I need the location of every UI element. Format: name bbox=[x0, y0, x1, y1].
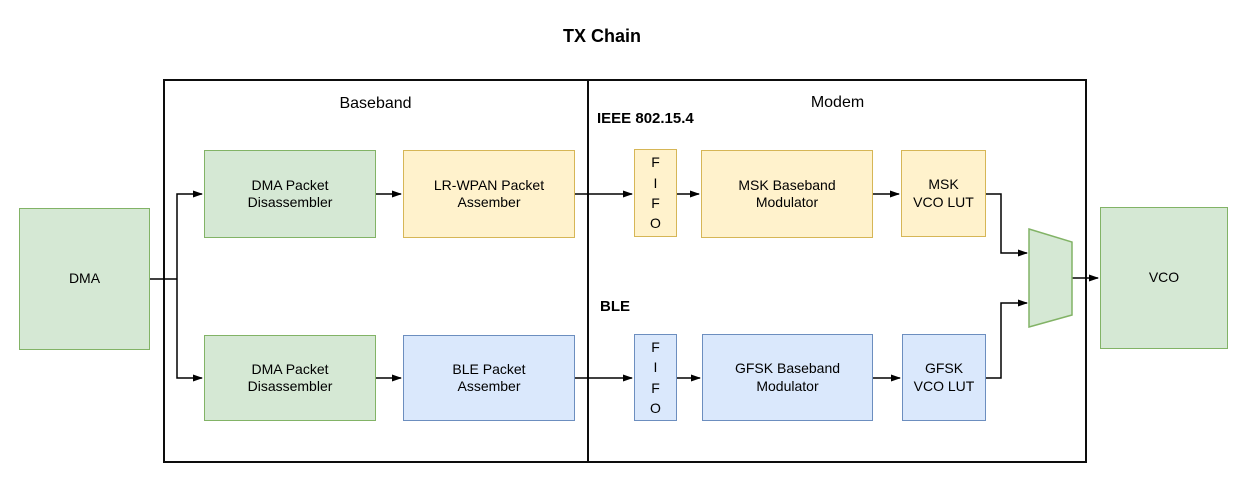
block-dma: DMA bbox=[19, 208, 150, 350]
fifo-letter: O bbox=[650, 399, 661, 416]
block-label-line: GFSK bbox=[924, 360, 964, 376]
fifo-letter: F bbox=[651, 195, 660, 211]
block-label-line: MSK Baseband bbox=[738, 176, 836, 193]
baseband-modem-divider bbox=[587, 79, 589, 463]
fifo-letter: O bbox=[650, 215, 661, 232]
block-dma-packet-disassembler-top: DMA Packet Disassembler bbox=[204, 150, 376, 238]
block-gfsk-vco-lut: GFSK VCO LUT bbox=[902, 334, 986, 421]
block-label-line: VCO LUT bbox=[913, 193, 974, 210]
block-fifo-ieee: F I F O bbox=[634, 149, 677, 237]
block-label-line: Modulator bbox=[755, 194, 819, 210]
block-msk-baseband-modulator: MSK Baseband Modulator bbox=[701, 150, 873, 238]
mux-shape bbox=[1028, 227, 1073, 328]
block-label-line: Disassembler bbox=[247, 378, 333, 394]
block-label-line: MSK bbox=[928, 176, 959, 192]
block-label-line: Assember bbox=[457, 378, 521, 394]
block-vco: VCO bbox=[1100, 207, 1228, 349]
block-label-line: GFSK Baseband bbox=[734, 360, 841, 376]
fifo-letter: F bbox=[651, 379, 660, 396]
block-lrwpan-packet-assembler: LR-WPAN Packet Assember bbox=[403, 150, 575, 238]
block-label: VCO bbox=[1148, 269, 1180, 286]
fifo-letter: I bbox=[653, 174, 658, 191]
block-label-line: Assember bbox=[457, 194, 521, 210]
wire-branch-to-disassembler-top bbox=[176, 190, 203, 279]
block-label-line: VCO LUT bbox=[913, 377, 975, 394]
block-ble-packet-assembler: BLE Packet Assember bbox=[403, 335, 575, 421]
block-label: DMA bbox=[68, 270, 101, 287]
block-label-line: Disassembler bbox=[247, 194, 333, 210]
wire-msk-lut-to-mux bbox=[986, 193, 1028, 257]
baseband-region-label: Baseband bbox=[339, 95, 412, 112]
chain-container bbox=[163, 79, 1087, 463]
wire-branch-to-disassembler-bottom bbox=[176, 279, 203, 382]
block-label-line: DMA Packet bbox=[251, 176, 329, 193]
fifo-letter: I bbox=[653, 359, 658, 376]
block-dma-packet-disassembler-bottom: DMA Packet Disassembler bbox=[204, 335, 376, 421]
wire-gfsk-lut-to-mux bbox=[986, 299, 1028, 379]
block-gfsk-baseband-modulator: GFSK Baseband Modulator bbox=[702, 334, 873, 421]
ieee-802-15-4-path-label: IEEE 802.15.4 bbox=[597, 110, 694, 127]
block-label-line: Modulator bbox=[756, 377, 819, 394]
diagram-title: TX Chain bbox=[562, 26, 641, 46]
block-fifo-ble: F I F O bbox=[634, 334, 677, 421]
block-label-line: BLE Packet bbox=[452, 360, 526, 377]
modem-region-label: Modem bbox=[810, 94, 865, 111]
ble-path-label: BLE bbox=[600, 298, 630, 315]
block-label-line: DMA Packet bbox=[251, 360, 329, 377]
block-msk-vco-lut: MSK VCO LUT bbox=[901, 150, 986, 237]
fifo-letter: F bbox=[651, 338, 660, 355]
block-label-line: LR-WPAN Packet bbox=[433, 176, 545, 193]
fifo-letter: F bbox=[651, 154, 660, 171]
